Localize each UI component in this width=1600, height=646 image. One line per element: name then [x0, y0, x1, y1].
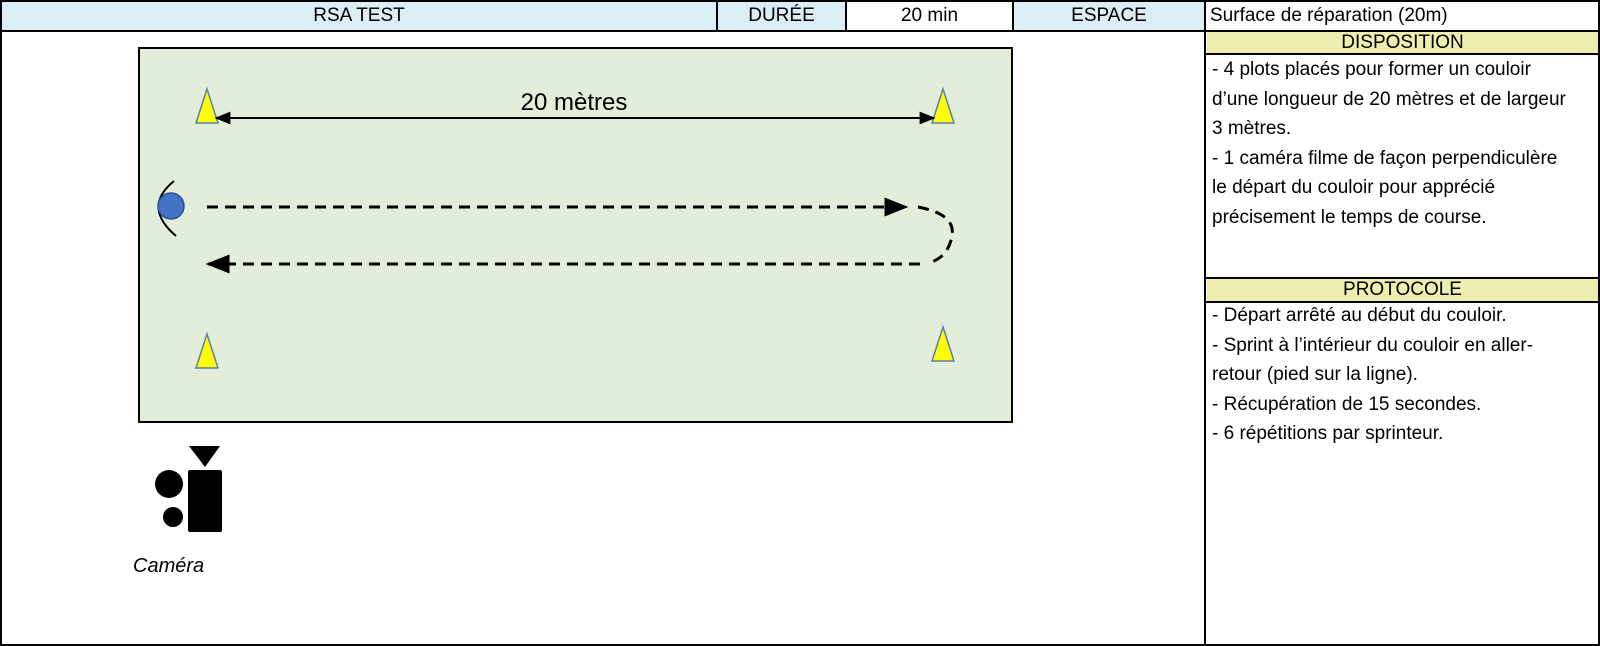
border-top [0, 0, 1600, 2]
duration-label: DURÉE [748, 5, 815, 26]
camera-icon [155, 446, 222, 532]
disposition-heading-bottom [1204, 53, 1600, 55]
protocole-line: - 6 répétitions par sprinteur. [1212, 423, 1444, 444]
duration-value-cell: 20 min [847, 2, 1012, 30]
header-divider [0, 30, 1600, 32]
player-icon [157, 192, 185, 220]
space-value: Surface de réparation (20m) [1210, 5, 1448, 26]
camera-label: Caméra [133, 555, 204, 577]
header-title-cell: RSA TEST [2, 2, 716, 30]
space-label: ESPACE [1071, 5, 1147, 26]
cone-icon [194, 331, 220, 369]
cone-icon [930, 324, 956, 362]
disposition-line: 3 mètres. [1212, 118, 1292, 139]
protocole-line: - Départ arrêté au début du couloir. [1212, 305, 1507, 326]
distance-label: 20 mètres [521, 89, 628, 116]
right-panel-border [1204, 0, 1206, 646]
header-title: RSA TEST [313, 5, 405, 26]
disposition-line: d’une longueur de 20 mètres et de largeu… [1212, 88, 1566, 110]
protocole-heading-top [1204, 277, 1600, 279]
cone-icon [930, 86, 956, 124]
protocole-text: - Départ arrêté au début du couloir. - S… [1206, 301, 1598, 449]
protocole-heading-cell: PROTOCOLE [1207, 279, 1598, 301]
protocole-heading-bottom [1204, 301, 1600, 303]
header-sep-1 [716, 0, 718, 32]
sprint-path-turn [917, 205, 954, 265]
border-right [1598, 0, 1600, 646]
protocole-line: - Sprint à l’intérieur du couloir en all… [1212, 334, 1534, 356]
duration-label-cell: DURÉE [718, 2, 845, 30]
duration-value: 20 min [900, 5, 959, 26]
disposition-line: - 1 caméra filme de façon perpendiculère [1212, 147, 1558, 169]
field-area [138, 47, 1013, 423]
cone-icon [194, 86, 220, 124]
space-label-cell: ESPACE [1014, 2, 1204, 30]
header-sep-3 [1012, 0, 1014, 32]
disposition-heading: DISPOSITION [1341, 32, 1464, 53]
border-left [0, 0, 2, 646]
disposition-heading-cell: DISPOSITION [1207, 32, 1598, 53]
disposition-line: le départ du couloir pour apprécié [1212, 177, 1496, 198]
header-sep-2 [845, 0, 847, 32]
protocole-heading: PROTOCOLE [1343, 279, 1462, 300]
space-value-cell: Surface de réparation (20m) [1206, 2, 1598, 30]
disposition-line: - 4 plots placés pour former un couloir [1212, 59, 1531, 80]
protocole-line: retour (pied sur la ligne). [1212, 364, 1418, 385]
disposition-text: - 4 plots placés pour former un couloir … [1206, 55, 1598, 232]
protocole-line: - Récupération de 15 secondes. [1212, 393, 1482, 415]
disposition-line: précisement le temps de course. [1212, 206, 1487, 228]
border-bottom [0, 644, 1600, 646]
drill-diagram: 20 mètres Caméra [133, 47, 1013, 577]
